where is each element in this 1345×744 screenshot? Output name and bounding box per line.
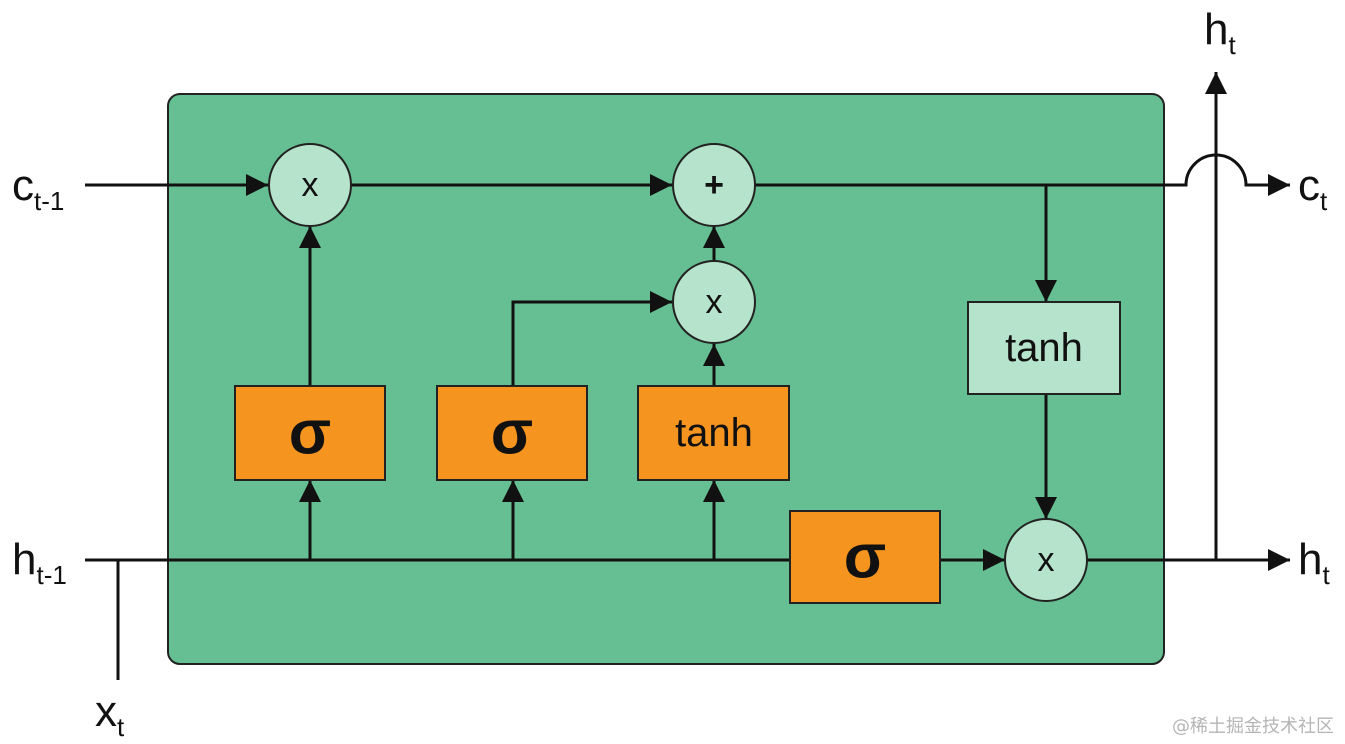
output-gate-label: σ <box>844 523 886 592</box>
cell-tanh-label: tanh <box>1005 326 1083 370</box>
input-gate-to-mult <box>511 291 672 386</box>
forget-gate: σ <box>234 385 386 481</box>
watermark: @稀土掘金技术社区 <box>1172 716 1334 737</box>
output-gate: σ <box>789 510 941 604</box>
x-t-label: xt <box>95 687 125 742</box>
forget-mult-op: x <box>268 143 352 227</box>
candidate-layer: tanh <box>637 385 790 481</box>
c-t-label: ct <box>1298 161 1328 216</box>
h-t-right-label: ht <box>1298 535 1330 590</box>
forget-gate-label: σ <box>289 399 331 468</box>
cell-tanh-box: tanh <box>967 301 1121 395</box>
c-prev-label: ct-1 <box>12 161 64 216</box>
input-mult-symbol: x <box>706 283 723 321</box>
h-t-top-label: ht <box>1204 5 1236 60</box>
input-mult-op: x <box>672 260 756 344</box>
input-gate-label: σ <box>491 399 533 468</box>
connections <box>85 72 1290 680</box>
candidate-layer-label: tanh <box>675 411 753 455</box>
h-prev-label: ht-1 <box>12 535 67 590</box>
cell-add-op: + <box>672 143 756 227</box>
forget-mult-symbol: x <box>302 166 319 204</box>
cell-add-symbol: + <box>704 166 724 204</box>
input-gate: σ <box>436 385 588 481</box>
output-mult-op: x <box>1004 518 1088 602</box>
output-mult-symbol: x <box>1038 541 1055 579</box>
